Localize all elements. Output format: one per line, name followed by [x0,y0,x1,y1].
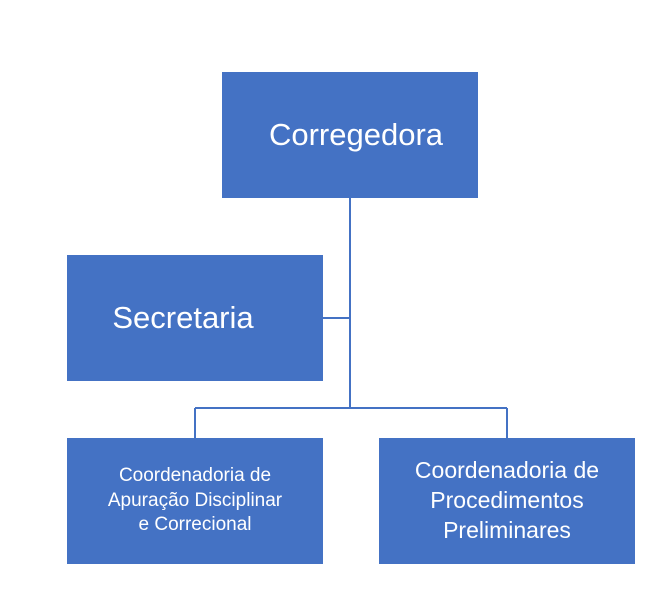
node-corregedora-label: Corregedora [268,117,444,152]
node-coordenadoria-procedimentos: Coordenadoria de Procedimentos Prelimina… [379,438,635,564]
node-secretaria: Secretaria [67,255,323,381]
node-coordenadoria-apuracao-label: Coordenadoria de Apuração Disciplinar e … [107,464,283,536]
node-coordenadoria-procedimentos-label: Coordenadoria de Procedimentos Prelimina… [414,457,600,543]
node-corregedora: Corregedora [222,72,478,198]
node-secretaria-label: Secretaria [112,300,254,335]
node-coordenadoria-apuracao: Coordenadoria de Apuração Disciplinar e … [67,438,323,564]
